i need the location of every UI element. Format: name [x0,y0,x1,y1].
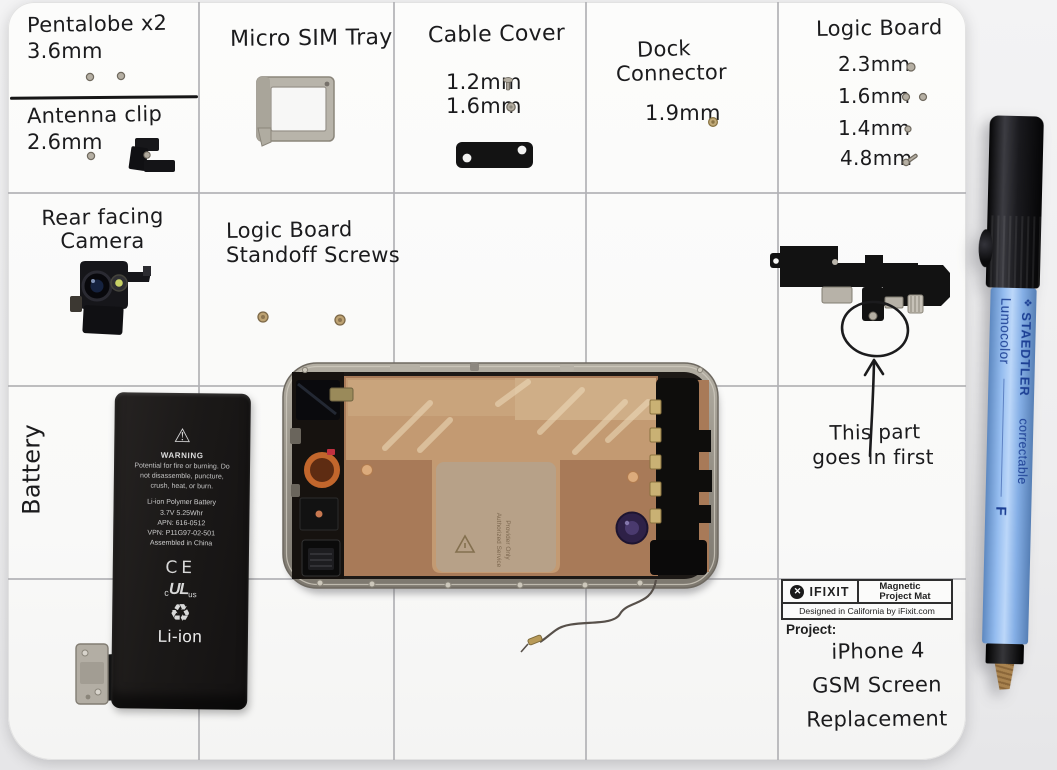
pen-microtext-line [1000,378,1005,497]
pen-brand-text: STAEDTLER [1017,312,1035,397]
iphone-4-device: Authorized Service Provider Only [282,362,719,589]
hand-drawn-circle-annotation [840,300,910,458]
battery-recycle-icon: ♻ [169,599,192,628]
cable-cover-screws [502,77,516,112]
ifixit-branding-block: ✕ IFIXIT Magnetic Project Mat Designed i… [781,579,953,620]
ifixit-logo-cell: ✕ IFIXIT [781,579,857,604]
pen-fiber-tip [993,664,1016,691]
note-line-2: goes in first [812,445,934,469]
antenna-clip-screw [86,151,96,161]
logic-board-size-1: 2.3mm [838,52,911,76]
pen-ferrule [985,643,1024,665]
designed-in-tagline: Designed in California by iFixit.com [781,604,953,620]
pentalobe-screws [85,71,126,82]
project-line-3: Replacement [806,706,948,732]
battery-specs: Li-ion Polymer Battery 3.7V 5.25Whr APN:… [113,498,250,550]
logic-board-size-2: 1.6mm [838,84,911,108]
pen-barrel-print: ❖ STAEDTLER correctable Lumocolor F [985,297,1037,636]
project-line-1: iPhone 4 [831,638,925,664]
battery-spec-origin: Assembled in China [149,539,213,548]
product-name-cell: Magnetic Project Mat [857,579,953,604]
battery-warning-title: WARNING [160,450,204,461]
battery-warning-icon: ⚠ [173,425,192,448]
logic-board-size-4: 4.8mm [840,146,913,170]
staedtler-logo-icon: ❖ [1021,298,1033,308]
project-label: Project: [786,622,837,637]
cable-cover-part [456,142,533,168]
micro-sim-tray-part [256,76,335,147]
antenna-clip-size: 2.6mm [27,130,103,154]
ifixit-logo-text: IFIXIT [809,584,850,599]
pen-cap-ribs [985,215,1042,289]
phone-etch-line-1: Authorized Service [495,513,502,568]
project-line-2: GSM Screen [812,672,942,698]
antenna-cable [520,579,658,653]
logic-board-size-3: 1.4mm [838,116,911,140]
battery-ce-mark: CE [165,557,197,579]
product-name-line-1: Magnetic [879,580,921,592]
antenna-clip-part [128,138,175,172]
logic-board-screws [901,62,928,167]
grid-line-h1 [8,192,966,194]
dock-connector-screw [707,116,718,127]
rear-camera-title-2: Camera [60,229,145,253]
pen-variant-text: correctable [1015,418,1032,485]
product-name-line-2: Project Mat [879,590,931,602]
grid-line-v4 [777,2,779,760]
dock-connector-size: 1.9mm [645,101,721,125]
grid-line-v1 [198,2,200,760]
standoff-screws [257,311,346,326]
battery-part: ⚠ WARNING Potential for fire or burning.… [111,392,251,710]
pen-model-text: Lumocolor [996,297,1014,365]
phone-etch-line-2: Provider Only [504,520,511,560]
pen-grade-text: F [992,506,1010,517]
pentalobe-size: 3.6mm [27,39,103,63]
antenna-bracket-part [770,246,950,321]
cable-cover-size-1: 1.2mm [446,70,522,94]
standoff-title-2: Standoff Screws [226,243,400,267]
cable-cover-size-2: 1.6mm [446,94,522,118]
battery-ul-mark: cULus [164,580,197,600]
ifixit-logo-icon: ✕ [790,584,805,599]
battery-chemistry-label: Li-ion [157,627,203,647]
battery-warning-body: Potential for fire or burning. Do not di… [134,462,230,490]
rear-camera-part [70,261,151,335]
